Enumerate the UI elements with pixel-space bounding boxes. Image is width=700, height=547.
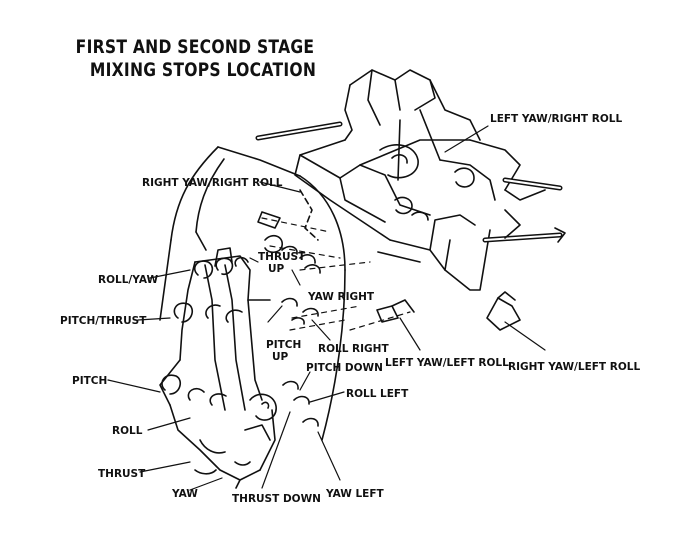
label-pitch-thrust: PITCH/THRUST [60,315,147,327]
label-pitch-up-line-1: PITCH [266,339,301,351]
label-right-yaw-right-roll: RIGHT YAW/RIGHT ROLL [142,177,283,189]
label-yaw-left: YAW LEFT [325,488,385,500]
label-roll: ROLL [112,425,143,437]
diagram-title-line-2: MIXING STOPS LOCATION [89,59,317,81]
callout-labels: LEFT YAW/RIGHT ROLL RIGHT YAW/RIGHT ROLL… [60,113,640,505]
diagram-title-line-1: FIRST AND SECOND STAGE [75,36,315,58]
label-right-yaw-left-roll: RIGHT YAW/LEFT ROLL [508,361,640,373]
label-pitch-up-line-2: UP [272,351,289,363]
label-pitch: PITCH [72,375,107,387]
leader-lines [107,125,546,491]
upper-mixer-housing [255,69,566,291]
label-thrust-down: THRUST DOWN [232,493,321,505]
label-thrust-up-line-1: THRUST [258,251,306,263]
label-pitch-down: PITCH DOWN [306,362,383,374]
label-roll-right: ROLL RIGHT [318,343,389,355]
label-left-yaw-right-roll: LEFT YAW/RIGHT ROLL [490,113,622,125]
label-thrust-up-line-2: UP [268,263,285,275]
label-left-yaw-left-roll: LEFT YAW/LEFT ROLL [385,357,509,369]
label-yaw-right: YAW RIGHT [307,291,375,303]
bulkhead-panel [159,146,346,441]
label-roll-yaw: ROLL/YAW [98,274,158,286]
lower-linkage-assembly [159,247,277,489]
label-yaw: YAW [171,488,198,500]
label-roll-left: ROLL LEFT [346,388,409,400]
label-thrust: THRUST [98,468,146,480]
stop-fittings [257,211,521,427]
